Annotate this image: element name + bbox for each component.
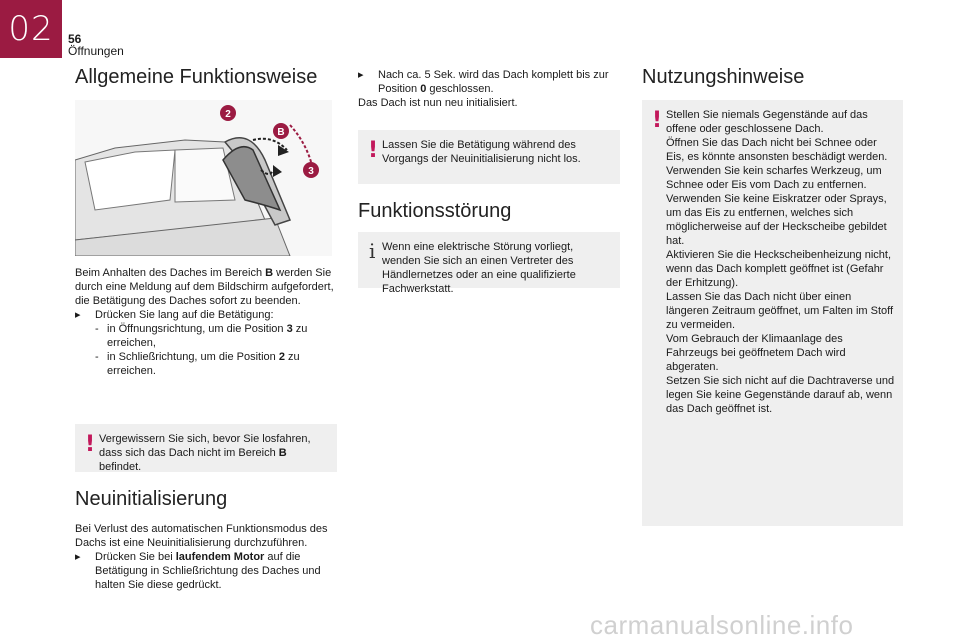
stop-zone-paragraph: Beim Anhalten des Daches im Bereich B we…	[75, 267, 334, 307]
chapter-tab: 02	[0, 0, 62, 58]
sub-item-close: -in Schließrichtung, um die Position 2 z…	[95, 351, 300, 377]
usage-note: Vom Gebrauch der Klimaanlage des Fahrzeu…	[666, 333, 846, 373]
reinit-done-line: Das Dach ist nun neu initialisiert.	[358, 97, 518, 109]
reinit-continued-block: ▸Nach ca. 5 Sek. wird das Dach komplett …	[358, 68, 620, 110]
warning-icon: !	[85, 432, 96, 457]
section-title-general: Allgemeine Funktionsweise	[75, 66, 318, 88]
warning-icon: !	[652, 108, 663, 133]
usage-note: Verwenden Sie keine Eiskratzer oder Spra…	[666, 193, 887, 247]
info-text: Wenn eine elektrische Störung vorliegt, …	[382, 241, 576, 295]
reinit-paragraph: Bei Verlust des automatischen Funktionsm…	[75, 523, 328, 549]
section-title-usage: Nutzungshinweise	[642, 66, 805, 88]
usage-notes-list: Stellen Sie niemals Gegenstände auf das …	[666, 108, 895, 416]
usage-note: Stellen Sie niemals Gegenstände auf das …	[666, 109, 868, 135]
warning-box-zone: ! Vergewissern Sie sich, bevor Sie losfa…	[75, 424, 337, 473]
info-icon: i	[369, 239, 376, 263]
warning-text: Vergewissern Sie sich, bevor Sie losfahr…	[99, 433, 311, 473]
section-title-reinit: Neuinitialisierung	[75, 488, 228, 510]
usage-note: Verwenden Sie kein scharfes Werkzeug, um…	[666, 165, 882, 191]
watermark: carmanualsonline.info	[590, 610, 854, 640]
usage-note: Öffnen Sie das Dach nicht bei Schnee ode…	[666, 137, 888, 163]
section-title-malfunction: Funktionsstörung	[358, 200, 512, 222]
page-number: 56	[68, 32, 82, 46]
general-text-block: Beim Anhalten des Daches im Bereich B we…	[75, 266, 337, 378]
warning-icon: !	[368, 138, 379, 163]
usage-note: Setzen Sie sich nicht auf die Dachtraver…	[666, 375, 895, 415]
roof-illustration: 2 B 3	[74, 100, 332, 257]
usage-note: Lassen Sie das Dach nicht über einen län…	[666, 291, 894, 331]
section-name: Öffnungen	[68, 44, 124, 58]
sub-item-open: -in Öffnungsrichtung, um die Position 3 …	[95, 323, 308, 349]
info-box-malfunction: i Wenn eine elektrische Störung vorliegt…	[358, 232, 620, 295]
usage-note: Aktivieren Sie die Heckscheibenheizung n…	[666, 249, 892, 289]
warning-text: Lassen Sie die Betätigung während des Vo…	[382, 139, 581, 165]
close-bullet: ▸Nach ca. 5 Sek. wird das Dach komplett …	[358, 69, 609, 95]
press-bullet: ▸Drücken Sie lang auf die Betätigung:	[75, 309, 274, 321]
reinit-bullet: ▸Drücken Sie bei laufendem Motor auf die…	[75, 551, 321, 591]
figure-label-3: 3	[308, 166, 314, 177]
usage-notes-box: ! Stellen Sie niemals Gegenstände auf da…	[642, 100, 903, 526]
warning-box-reinit: ! Lassen Sie die Betätigung während des …	[358, 130, 620, 184]
figure-label-b: B	[277, 127, 284, 138]
figure-label-2: 2	[225, 109, 231, 120]
reinit-text-block: Bei Verlust des automatischen Funktionsm…	[75, 522, 337, 592]
